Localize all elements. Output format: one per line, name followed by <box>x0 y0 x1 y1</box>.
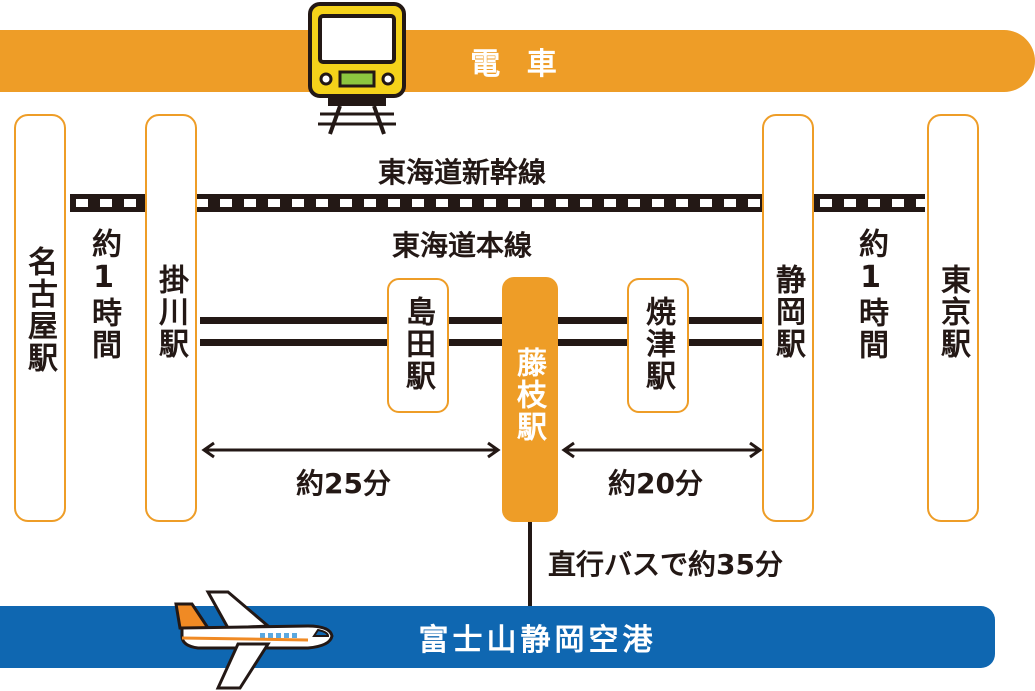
arrow-fujieda-shizuoka <box>561 441 763 459</box>
station-shizuoka-label: 静岡駅 <box>770 264 805 360</box>
station-shizuoka: 静岡駅 <box>762 114 814 522</box>
train-banner-label: 電 車 <box>470 47 565 82</box>
duration-fujieda-shizuoka: 約20分 <box>608 467 703 500</box>
honsen-track-upper <box>200 317 765 324</box>
station-fujieda-label: 藤枝駅 <box>511 347 546 443</box>
honsen-track-lower <box>200 339 765 346</box>
station-tokyo: 東京駅 <box>927 114 979 522</box>
station-nagoya: 名古屋駅 <box>14 114 66 522</box>
airport-banner: 富士山静岡空港 <box>0 606 995 668</box>
station-shimada-label: 島田駅 <box>400 296 435 392</box>
bus-connector-line <box>528 522 532 606</box>
train-icon <box>308 2 406 135</box>
bus-duration-label: 直行バスで約35分 <box>548 548 783 581</box>
station-tokyo-label: 東京駅 <box>935 264 970 360</box>
station-yaizu: 焼津駅 <box>627 278 689 413</box>
duration-shizuoka-tokyo: 約1時間 <box>853 228 888 361</box>
shinkansen-track <box>70 194 925 212</box>
station-fujieda: 藤枝駅 <box>502 277 558 522</box>
shinkansen-label: 東海道新幹線 <box>378 156 547 189</box>
station-nagoya-label: 名古屋駅 <box>22 246 57 374</box>
station-yaizu-label: 焼津駅 <box>640 296 675 392</box>
airport-banner-label: 富士山静岡空港 <box>418 623 657 658</box>
station-kakegawa: 掛川駅 <box>145 114 197 522</box>
duration-kakegawa-fujieda: 約25分 <box>296 467 391 500</box>
honsen-label: 東海道本線 <box>392 229 533 262</box>
arrow-kakegawa-fujieda <box>201 441 501 459</box>
station-shimada: 島田駅 <box>387 278 449 413</box>
station-kakegawa-label: 掛川駅 <box>153 264 188 360</box>
train-banner: 電 車 <box>0 30 1035 92</box>
airplane-icon <box>174 590 334 690</box>
duration-nagoya-kakegawa: 約1時間 <box>86 228 121 361</box>
